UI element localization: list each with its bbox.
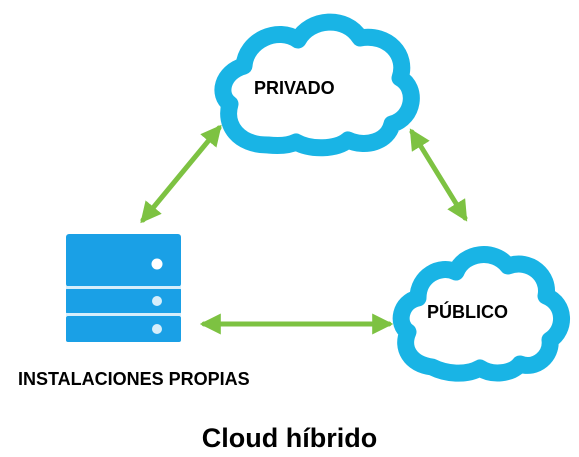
- server-icon: [66, 234, 181, 342]
- private-cloud-icon: [214, 13, 420, 157]
- diagram-title: Cloud híbrido: [201, 423, 378, 453]
- on-premises-label: INSTALACIONES PROPIAS: [18, 369, 250, 389]
- arrow-onprem-private: [140, 124, 222, 224]
- arrow-private-public: [409, 128, 468, 222]
- public-cloud-icon: [392, 246, 570, 382]
- public-cloud-label: PÚBLICO: [427, 302, 508, 322]
- private-cloud-label: PRIVADO: [254, 78, 335, 98]
